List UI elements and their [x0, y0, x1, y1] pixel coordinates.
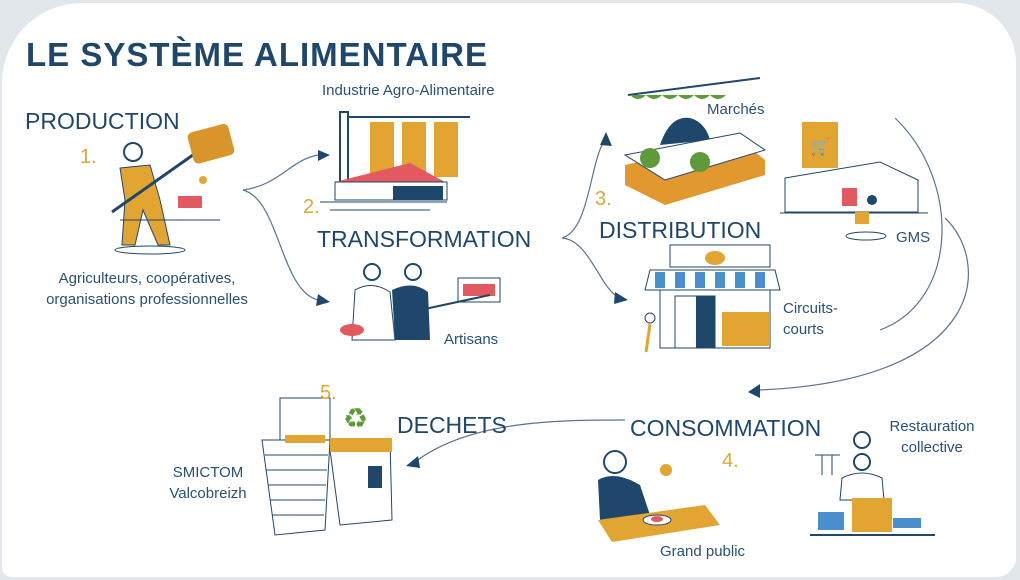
label-circuits-courts: Circuits-courts — [783, 300, 838, 338]
arrow-to-circuits — [561, 237, 621, 299]
arrow-to-dechets — [414, 419, 626, 463]
label-marches: Marchés — [707, 101, 765, 118]
page-title: LE SYSTÈME ALIMENTAIRE — [26, 36, 489, 73]
stage-distribution: DISTRIBUTION — [599, 217, 762, 243]
stage-number-5: 5. — [320, 382, 337, 404]
label-restauration-collective: Restauration collective — [889, 418, 975, 456]
artisans-illustration — [340, 263, 501, 341]
label-smictom: SMICTOM Valcobreizh — [169, 464, 247, 502]
arrow-to-artisans — [242, 189, 319, 301]
chef-illustration — [810, 431, 935, 536]
farmer-illustration — [111, 123, 235, 255]
label-artisans: Artisans — [444, 331, 499, 348]
arrow-to-industry — [242, 154, 319, 191]
label-grand-public: Grand public — [660, 543, 746, 560]
stage-production: PRODUCTION — [25, 108, 180, 134]
stage-dechets: DECHETS — [397, 412, 507, 438]
arc-gms — [879, 117, 943, 331]
flow-arrows — [242, 117, 969, 463]
svg-text:🛒: 🛒 — [810, 137, 830, 156]
label-gms: GMS — [896, 229, 931, 246]
label-industrie: Industrie Agro-Alimentaire — [322, 82, 495, 99]
svg-text:♻: ♻ — [343, 403, 368, 434]
diner-illustration — [598, 450, 720, 542]
stage-number-2: 2. — [303, 196, 320, 218]
stage-consommation: CONSOMMATION — [630, 415, 822, 441]
arrow-to-consommation — [759, 217, 969, 391]
stage-number-1: 1. — [80, 146, 97, 168]
stage-transformation: TRANSFORMATION — [317, 226, 532, 252]
waste-bins-illustration: ♻ — [261, 397, 393, 536]
industry-illustration — [320, 111, 470, 211]
shop-illustration — [644, 244, 781, 353]
arrow-to-marches — [561, 139, 606, 239]
stage-number-3: 3. — [595, 188, 612, 210]
stage-number-4: 4. — [722, 450, 739, 472]
label-agriculteurs: Agriculteurs, coopératives, organisation… — [46, 270, 248, 308]
supermarket-illustration: 🛒 — [780, 122, 928, 241]
market-illustration — [623, 77, 767, 205]
